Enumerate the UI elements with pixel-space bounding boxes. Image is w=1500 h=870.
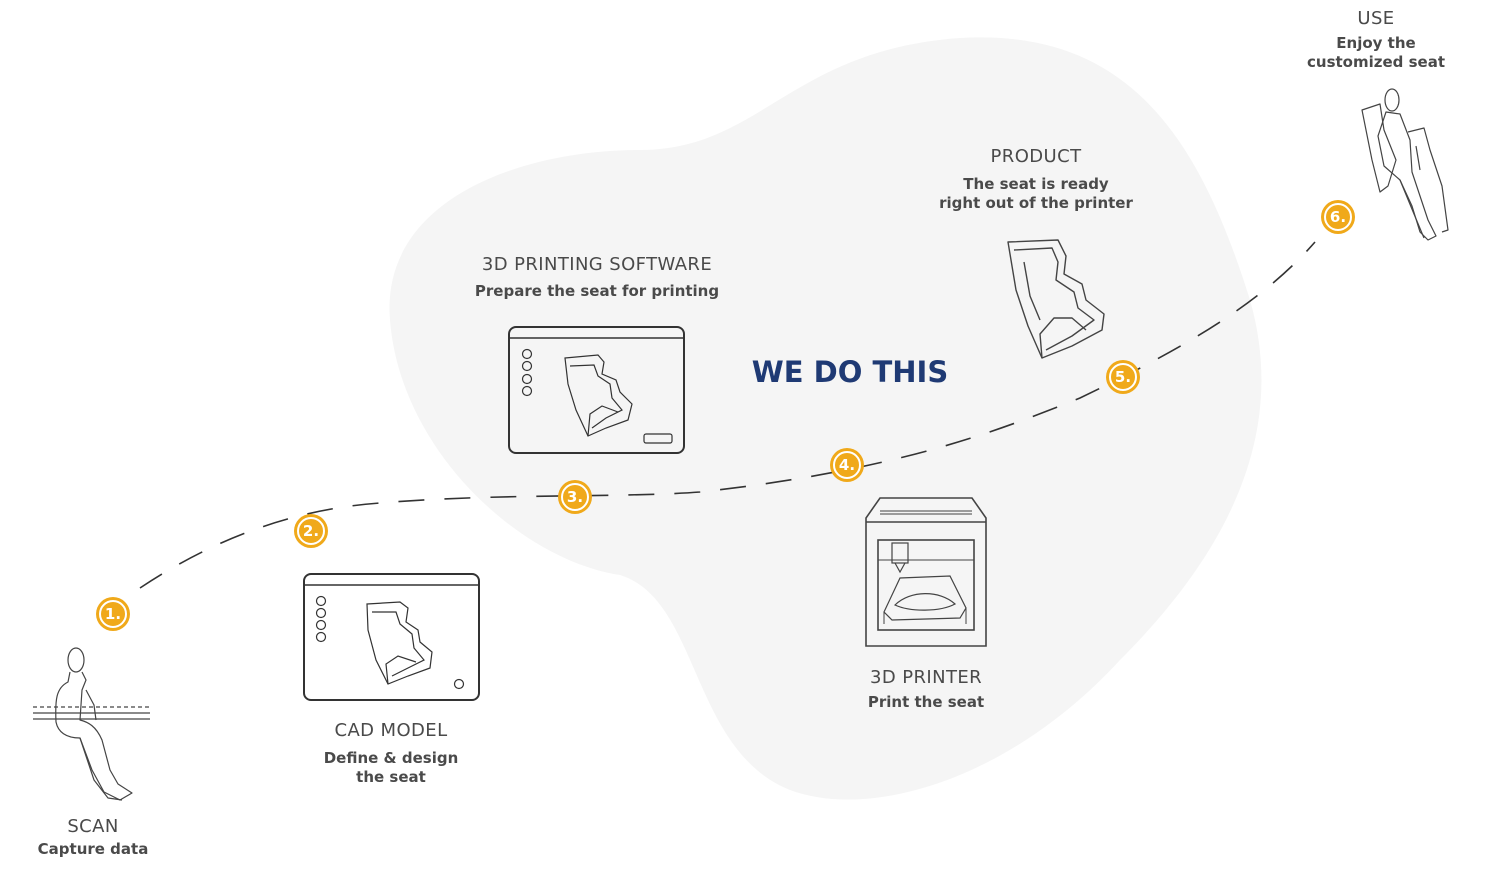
seat-product-icon [1007,239,1105,359]
step-1-description: Capture data [38,840,149,859]
slicer-screen-icon [508,326,685,454]
3d-printer-icon [865,497,987,647]
step-5-description: The seat is ready right out of the print… [939,175,1133,213]
step-6-description: Enjoy the customized seat [1307,34,1445,72]
we-do-this-blob [389,37,1262,800]
step-3-title: 3D PRINTING SOFTWARE [481,254,713,275]
step-3-number: 3. [566,488,584,506]
step-2-badge: 2. [294,514,328,548]
step-6-number: 6. [1329,208,1347,226]
step-1-title: SCAN [67,816,119,837]
step-5-number: 5. [1114,368,1132,386]
step-1-number: 1. [104,605,122,623]
step-5-desc-line: right out of the printer [939,194,1133,212]
step-6-desc-line: Enjoy the [1336,34,1416,52]
step-1-desc-line: Capture data [37,840,149,858]
step-3-desc-line: Prepare the seat for printing [474,282,720,300]
step-2-title: CAD MODEL [334,720,448,741]
step-4-number: 4. [838,456,856,474]
step-6-title: USE [1357,8,1395,29]
person-in-seat-icon [1361,88,1449,241]
seated-person-scan-icon [33,647,150,801]
step-2-desc-line: Define & design [323,749,459,767]
cad-screen-icon [303,573,480,701]
step-4-title: 3D PRINTER [869,667,983,688]
step-4-desc-line: Print the seat [867,693,985,711]
step-1-badge: 1. [96,597,130,631]
step-2-number: 2. [302,522,320,540]
step-2-desc-line: the seat [356,768,426,786]
step-4-description: Print the seat [868,693,984,712]
step-6-desc-line: customized seat [1306,53,1446,71]
step-6-badge: 6. [1321,200,1355,234]
step-5-title: PRODUCT [990,146,1082,167]
step-3-description: Prepare the seat for printing [475,282,719,301]
step-5-badge: 5. [1106,360,1140,394]
step-2-description: Define & design the seat [324,749,459,787]
we-do-this-label: WE DO THIS [751,355,949,389]
step-5-desc-line: The seat is ready [963,175,1109,193]
step-3-badge: 3. [558,480,592,514]
step-4-badge: 4. [830,448,864,482]
